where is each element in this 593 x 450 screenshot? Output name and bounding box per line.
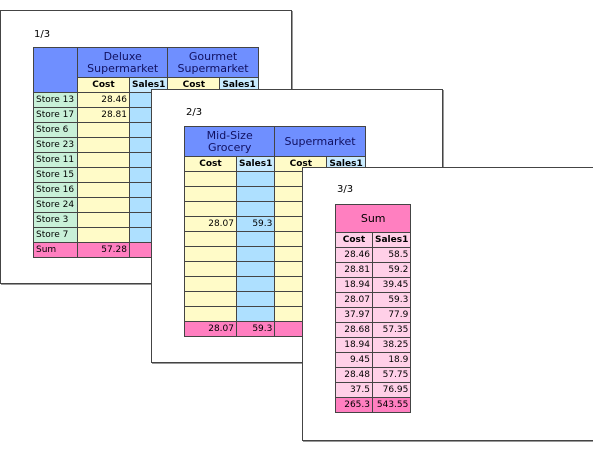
column-header-deluxe: Deluxe Supermarket [76, 47, 169, 78]
cell [184, 291, 237, 307]
sum-cell: 265.3 [335, 397, 373, 413]
row-label: Store 17 [33, 107, 78, 123]
row-label: Store 24 [33, 197, 78, 213]
cell: 58.5 [371, 247, 412, 263]
cell [235, 186, 276, 202]
cell [235, 171, 276, 187]
cell [184, 186, 237, 202]
cell [184, 246, 237, 262]
cell [235, 201, 276, 217]
cell [235, 276, 276, 292]
column-header-supermarket: Supermarket [274, 126, 366, 157]
row-label: Store 16 [33, 182, 78, 198]
cell: 28.07 [335, 292, 373, 308]
cell: 38.25 [371, 337, 412, 353]
cell [235, 231, 276, 247]
cell: 57.75 [371, 367, 412, 383]
cell [235, 246, 276, 262]
cell [77, 227, 130, 243]
cell [77, 167, 130, 183]
column-header-midsize: Mid-Size Grocery [183, 126, 276, 157]
cell: 18.9 [371, 352, 412, 368]
cell: 9.45 [335, 352, 373, 368]
cell: 28.46 [335, 247, 373, 263]
cell: 28.48 [335, 367, 373, 383]
cell: 28.81 [77, 107, 130, 123]
cell [184, 201, 237, 217]
subheader-cost: Cost [335, 232, 373, 248]
cell: 28.68 [335, 322, 373, 338]
row-label: Store 13 [33, 92, 78, 108]
cell: 28.46 [77, 92, 130, 108]
cell [184, 261, 237, 277]
sum-cell: 543.55 [371, 397, 412, 413]
subheader-sales: Sales1 [235, 156, 276, 172]
subheader-cost: Cost [77, 77, 130, 93]
subheader-cost: Cost [184, 156, 237, 172]
cell: 59.3 [371, 292, 412, 308]
cell: 18.94 [335, 277, 373, 293]
corner-cell [33, 47, 78, 93]
column-header-gourmet: Gourmet Supermarket [167, 47, 259, 78]
row-label: Store 7 [33, 227, 78, 243]
cell: 39.45 [371, 277, 412, 293]
cell [235, 306, 276, 322]
cell [184, 306, 237, 322]
cell [77, 152, 130, 168]
cell: 37.5 [335, 382, 373, 398]
cell [184, 171, 237, 187]
cell [235, 261, 276, 277]
page-number: 1/3 [34, 29, 51, 40]
cell [184, 231, 237, 247]
row-label: Store 3 [33, 212, 78, 228]
cell: 77.9 [371, 307, 412, 323]
cell: 28.81 [335, 262, 373, 278]
sum-cell: 59.3 [235, 321, 276, 337]
cell: 57.35 [371, 322, 412, 338]
cell [77, 122, 130, 138]
cell: 28.07 [184, 216, 237, 232]
page-number: 3/3 [337, 184, 354, 195]
row-label: Store 15 [33, 167, 78, 183]
row-label: Store 23 [33, 137, 78, 153]
cell: 18.94 [335, 337, 373, 353]
sum-cell: 57.28 [77, 242, 130, 258]
table-row [184, 171, 366, 187]
cell: 76.95 [371, 382, 412, 398]
page-number: 2/3 [186, 107, 203, 118]
cell [77, 137, 130, 153]
cell [77, 197, 130, 213]
sum-label: Sum [33, 242, 78, 258]
cell [184, 276, 237, 292]
cell [77, 182, 130, 198]
cell: 59.3 [235, 216, 276, 232]
sum-cell: 28.07 [184, 321, 237, 337]
cell [235, 291, 276, 307]
subheader-sales: Sales1 [371, 232, 412, 248]
row-label: Store 6 [33, 122, 78, 138]
cell [77, 212, 130, 228]
row-label: Store 11 [33, 152, 78, 168]
cell: 59.2 [371, 262, 412, 278]
cell: 37.97 [335, 307, 373, 323]
column-header-sum: Sum [334, 204, 412, 233]
